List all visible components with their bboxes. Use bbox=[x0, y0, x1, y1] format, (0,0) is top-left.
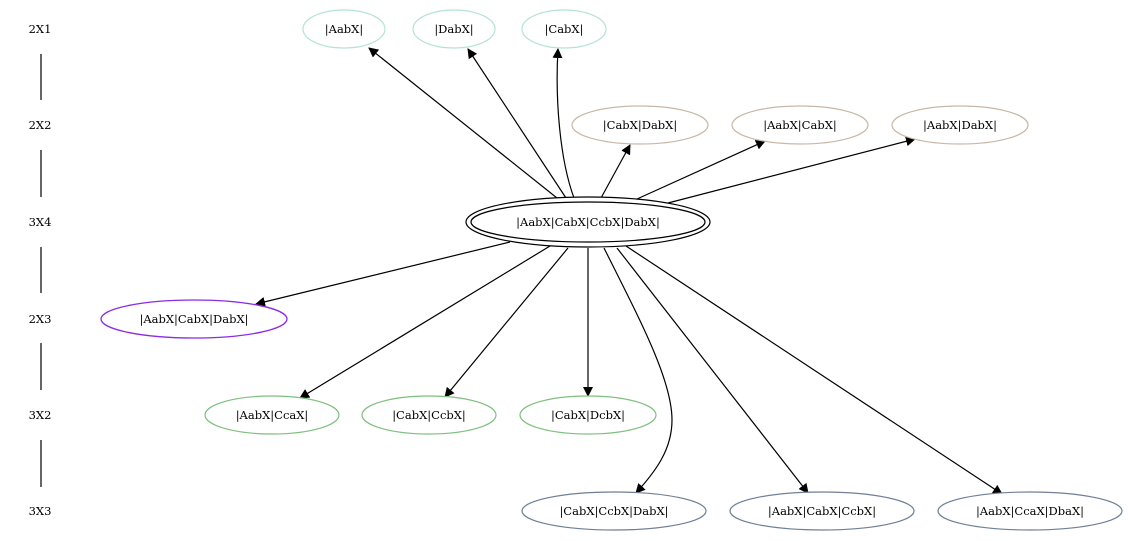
rank-label-3x4: 3X4 bbox=[29, 215, 52, 229]
node-label: |CabX|CcbX| bbox=[392, 408, 466, 423]
graph-node[interactable]: |AabX|CcaX| bbox=[204, 395, 340, 435]
graph-node[interactable]: |CabX|DabX| bbox=[571, 105, 709, 145]
nodes: |AabX| |DabX| |CabX| |CabX|DabX| |AabX|C… bbox=[100, 9, 1123, 531]
rank-label-2x2: 2X2 bbox=[29, 118, 52, 132]
rank-label-3x3: 3X3 bbox=[29, 504, 52, 518]
edges bbox=[255, 47, 1003, 495]
rank-label-3x2: 3X2 bbox=[29, 408, 52, 422]
rank-axis: 2X1 2X2 3X4 2X3 3X2 3X3 bbox=[29, 22, 52, 518]
node-label: |AabX|CabX|CcbX|DabX| bbox=[516, 215, 660, 230]
node-label: |AabX|DabX| bbox=[923, 118, 997, 133]
graph-node[interactable]: |CabX| bbox=[521, 9, 607, 49]
node-label: |AabX|CcaX|DbaX| bbox=[976, 504, 1084, 519]
node-label: |AabX|CabX|DabX| bbox=[139, 312, 248, 327]
graph-node[interactable]: |AabX|DabX| bbox=[891, 105, 1029, 145]
graph-node[interactable]: |AabX|CcaX|DbaX| bbox=[937, 491, 1123, 531]
graph-node[interactable]: |AabX|CabX|DabX| bbox=[100, 299, 288, 339]
rank-label-2x1: 2X1 bbox=[29, 22, 52, 36]
edge-to-dabx bbox=[467, 48, 567, 199]
edge-to-aabx-ccax-dbax bbox=[625, 245, 1003, 495]
graph-node[interactable]: |AabX|CabX|CcbX| bbox=[729, 491, 915, 531]
node-label: |CabX|DcbX| bbox=[551, 408, 625, 423]
node-label: |CabX|DabX| bbox=[603, 118, 677, 133]
edge-to-aabx-cabx-dabx bbox=[255, 241, 511, 307]
node-label: |AabX|CabX| bbox=[763, 118, 837, 133]
edge-to-cabx bbox=[552, 48, 575, 199]
node-label: |DabX| bbox=[434, 22, 473, 37]
rank-label-2x3: 2X3 bbox=[29, 312, 52, 326]
graph-node[interactable]: |CabX|CcbX| bbox=[361, 395, 497, 435]
node-label: |AabX|CcaX| bbox=[236, 408, 309, 423]
edge-to-cabx-ccbx-dabx bbox=[603, 247, 673, 494]
edge-to-aabx-cabx-ccbx bbox=[616, 247, 809, 494]
graph-node[interactable]: |DabX| bbox=[412, 9, 496, 49]
graph-node[interactable]: |CabX|DcbX| bbox=[519, 395, 657, 435]
graph-node[interactable]: |CabX|CcbX|DabX| bbox=[521, 491, 707, 531]
edge-to-aabx-ccax bbox=[299, 245, 551, 399]
edge-to-aabx-cabx bbox=[636, 140, 766, 200]
graph-node[interactable]: |AabX|CabX| bbox=[731, 105, 869, 145]
edge-to-aabx-dabx bbox=[667, 136, 916, 204]
node-label: |CabX|CcbX|DabX| bbox=[559, 504, 668, 519]
edge-to-aabx bbox=[368, 47, 558, 199]
node-label: |CabX| bbox=[545, 22, 584, 37]
node-label: |AabX| bbox=[325, 22, 363, 37]
node-label: |AabX|CabX|CcbX| bbox=[768, 504, 876, 519]
edge-to-cabx-ccbx bbox=[444, 247, 569, 398]
graph-node-root[interactable]: |AabX|CabX|CcbX|DabX| bbox=[465, 196, 711, 248]
edge-to-cabx-dabx bbox=[600, 144, 631, 199]
graph-node[interactable]: |AabX| bbox=[302, 9, 386, 49]
